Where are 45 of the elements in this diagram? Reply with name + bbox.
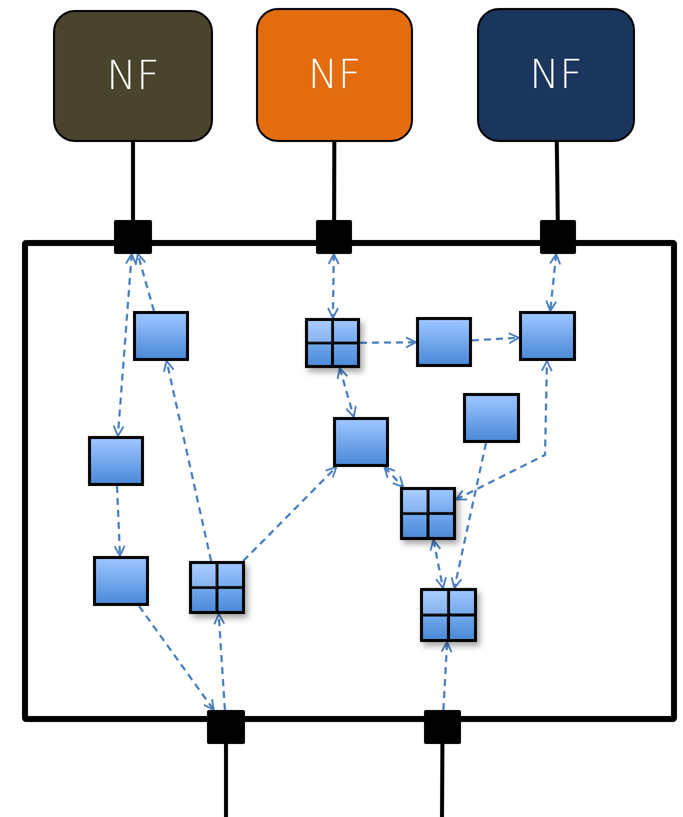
port-square xyxy=(424,710,461,744)
box-label: NF xyxy=(308,52,361,98)
element-block xyxy=(416,317,472,367)
link-line xyxy=(440,744,444,817)
box-label: NF xyxy=(106,53,160,99)
arrow xyxy=(545,253,562,312)
element-block xyxy=(133,311,189,361)
element-block xyxy=(463,393,520,443)
arrow xyxy=(242,466,338,562)
network-function-box xyxy=(477,8,635,142)
arrow xyxy=(472,332,520,344)
link-line xyxy=(554,142,560,220)
arrow xyxy=(450,442,488,589)
arrow xyxy=(327,253,340,319)
grid-block xyxy=(305,318,360,368)
arrow xyxy=(440,641,452,710)
link-line xyxy=(332,142,336,220)
grid-block xyxy=(189,561,245,614)
grid-block xyxy=(420,588,477,642)
arrow xyxy=(384,466,404,488)
arrow xyxy=(134,253,155,312)
arrow xyxy=(114,486,126,557)
arrow xyxy=(163,360,212,562)
port-square xyxy=(316,220,352,254)
arrow xyxy=(213,613,226,710)
element-block xyxy=(333,417,389,467)
arrow xyxy=(112,253,137,437)
arrow xyxy=(336,367,357,418)
arrow xyxy=(360,336,417,348)
port-square xyxy=(207,710,245,744)
element-block xyxy=(93,556,149,606)
box-label: NF xyxy=(530,52,582,98)
arrow xyxy=(455,360,553,500)
network-function-box xyxy=(256,8,413,142)
network-function-box xyxy=(53,10,213,142)
link-line xyxy=(224,744,228,817)
element-block xyxy=(88,436,144,486)
grid-block xyxy=(400,487,456,540)
switch-frame xyxy=(22,240,677,722)
port-square xyxy=(114,220,152,254)
element-block xyxy=(519,311,576,361)
arrow xyxy=(430,539,447,589)
arrow xyxy=(138,605,215,711)
link-line xyxy=(131,142,135,220)
port-square xyxy=(540,220,576,254)
